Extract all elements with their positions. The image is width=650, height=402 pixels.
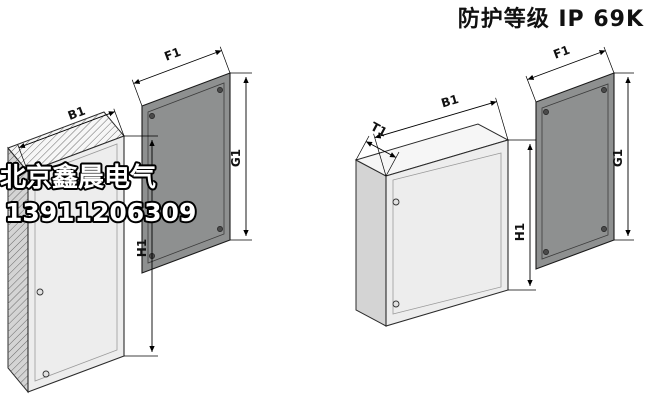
extension-line bbox=[113, 108, 125, 137]
watermark-phone: 13911206309 bbox=[5, 198, 196, 227]
dim-label-b1-right: B1 bbox=[440, 92, 461, 110]
plate-hole-icon bbox=[217, 226, 223, 232]
left-enclosure bbox=[7, 111, 125, 394]
extension-line bbox=[373, 133, 387, 177]
right-dimensions: T1 B1 H1 F1 G1 bbox=[355, 43, 634, 291]
page-title: 防护等级 IP 69K bbox=[458, 6, 644, 32]
dim-label-h1-right: H1 bbox=[513, 223, 527, 241]
enclosure-side-hatch bbox=[8, 148, 28, 392]
extension-line bbox=[131, 79, 143, 107]
dim-label-f1-right: F1 bbox=[551, 43, 571, 62]
door-screw-icon bbox=[392, 300, 400, 308]
plate-hole-icon bbox=[601, 87, 607, 93]
extension-line bbox=[603, 46, 615, 74]
door-screw-icon bbox=[36, 288, 44, 296]
plate-hole-icon bbox=[149, 113, 155, 119]
left-dimensions: B1 H1 F1 G1 bbox=[17, 45, 252, 357]
extension-line bbox=[385, 151, 400, 177]
extension-line bbox=[17, 144, 29, 173]
dim-label-g1-right: G1 bbox=[611, 149, 625, 167]
left-mounting-plate bbox=[141, 72, 231, 274]
dim-label-h1-left: H1 bbox=[135, 239, 149, 257]
right-diagram: T1 B1 H1 F1 G1 bbox=[354, 43, 634, 327]
watermark: 北京鑫晨电气 13911206309 bbox=[0, 160, 198, 229]
extension-line bbox=[355, 135, 370, 161]
right-enclosure bbox=[354, 123, 510, 327]
dimension-line-f1 bbox=[133, 50, 222, 84]
plate-hole-icon bbox=[217, 87, 223, 93]
door-screw-icon bbox=[392, 198, 400, 206]
dim-label-g1-left: G1 bbox=[229, 149, 243, 167]
mounting-plate-inner-line bbox=[147, 82, 225, 264]
door-screw-icon bbox=[42, 370, 50, 378]
door-inset-line bbox=[34, 143, 118, 382]
enclosure-side-face bbox=[355, 159, 387, 327]
watermark-company: 北京鑫晨电气 bbox=[0, 162, 156, 193]
dim-label-b1-left: B1 bbox=[66, 104, 87, 123]
left-diagram: B1 H1 F1 G1 bbox=[7, 45, 252, 394]
mounting-plate-inner-line bbox=[541, 83, 609, 260]
dimension-line-b1 bbox=[374, 100, 497, 139]
plate-hole-icon bbox=[601, 226, 607, 232]
plate-hole-icon bbox=[543, 109, 549, 115]
mounting-plate-face bbox=[535, 72, 615, 270]
dimension-line-t1 bbox=[365, 141, 397, 158]
door-inset-line bbox=[392, 152, 502, 315]
plate-hole-icon bbox=[543, 249, 549, 255]
extension-line bbox=[525, 75, 537, 103]
dim-label-f1-left: F1 bbox=[162, 45, 182, 64]
extension-line bbox=[495, 97, 509, 141]
right-mounting-plate bbox=[535, 72, 615, 270]
dimension-line-b1 bbox=[18, 111, 116, 149]
extension-line bbox=[219, 46, 231, 74]
dimension-line-f1 bbox=[527, 50, 606, 80]
